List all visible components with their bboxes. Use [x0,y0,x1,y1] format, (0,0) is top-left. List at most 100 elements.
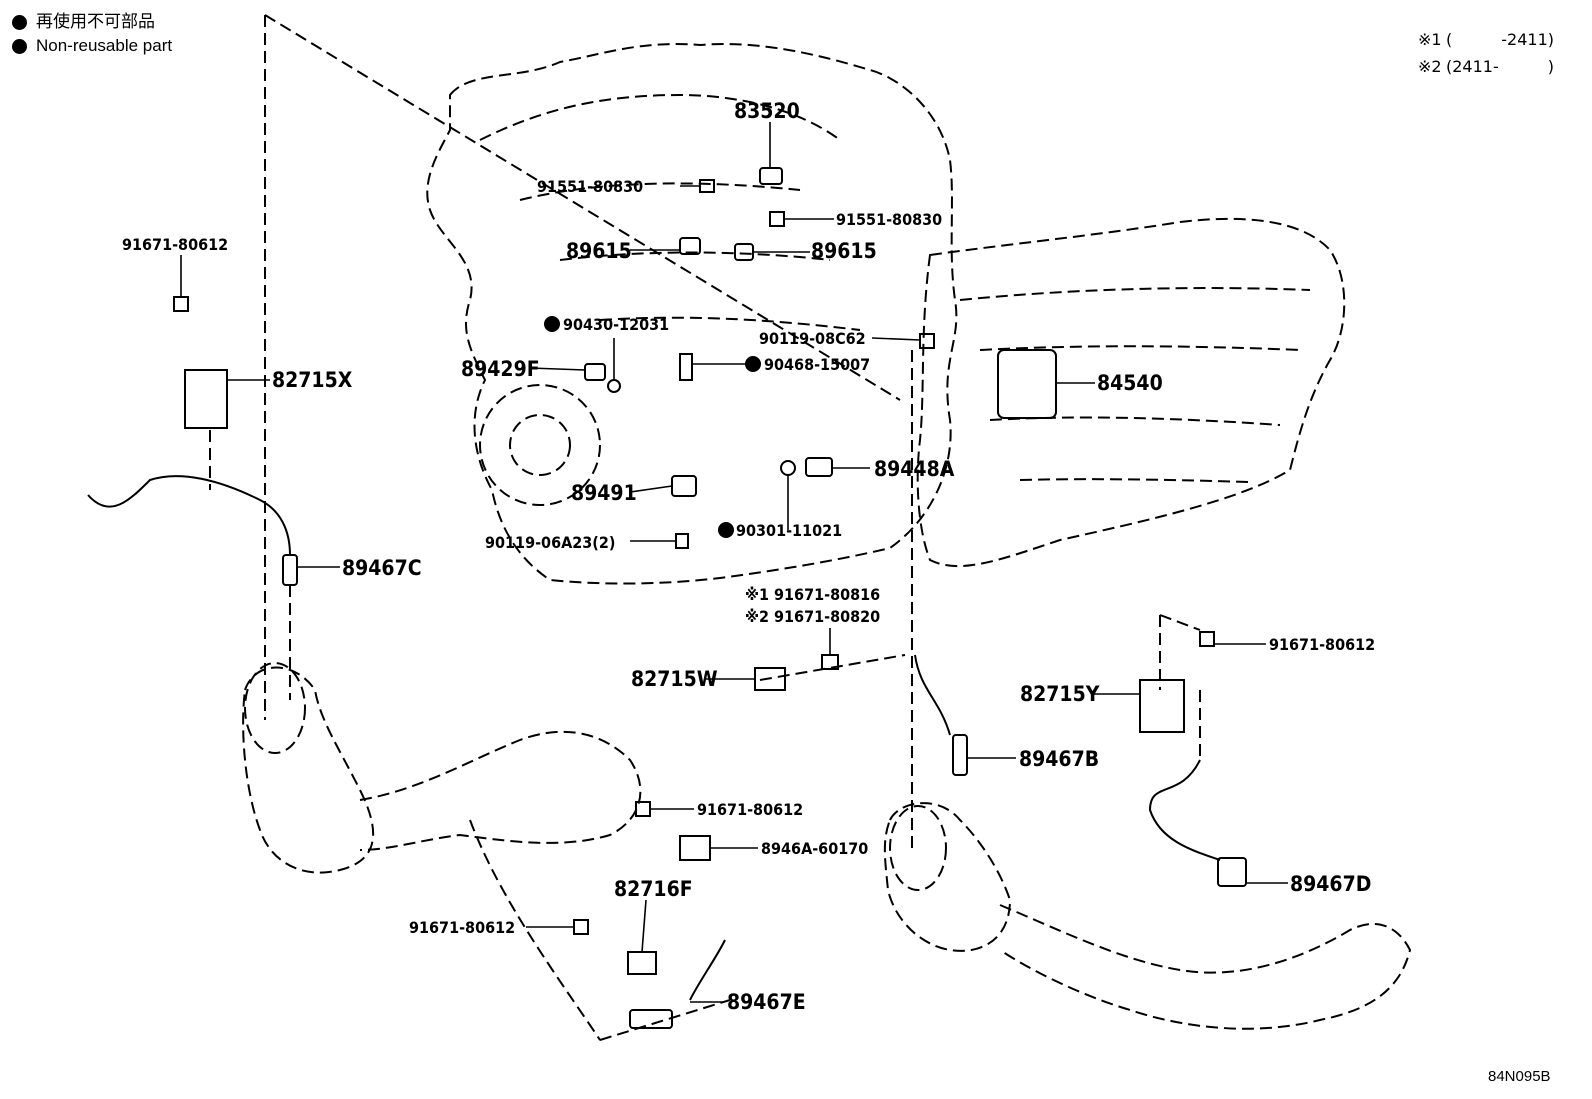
oxygen-sensor-b-icon [952,734,968,776]
callout-83520: 83520 [734,99,800,123]
gasket-90430-icon [607,379,621,393]
bolt-91551-a-icon [699,179,715,193]
oxygen-sensor-d-wire [1148,759,1221,861]
legend-en-text: Non-reusable part [36,36,173,55]
callout-91671-80612-r: 91671-80612 [1269,635,1375,654]
sensor-89491-icon [671,475,697,497]
right-converter-flange [889,805,947,891]
left-converter-flange [244,662,306,754]
sensor-89615-b-icon [734,243,754,261]
callout-84540: 84540 [1097,371,1163,395]
solenoid-84540-icon [997,349,1057,419]
bolt-91671-m-icon [635,801,651,817]
note-2-mark: ※2 [1418,57,1442,76]
bolt-83520-icon [759,167,783,185]
leader-90119-08c62 [871,337,921,341]
clamp-82716f-icon [627,951,657,975]
callout-89467b: 89467B [1019,747,1099,771]
callout-89448a: 89448A [874,457,955,481]
callout-91551-80830-a: 91551-80830 [537,177,643,196]
transmission-ribs [959,287,1311,483]
callout-82716f: 82716F [614,877,693,901]
right-exhaust-pipe [999,904,1412,1030]
guide-line-sensor-e [469,819,731,1041]
callout-89467d: 89467D [1290,872,1371,896]
callout-90468-15007: 90468-15007 [764,355,870,374]
callout-89615-a: 89615 [566,239,632,263]
callout-91671-80612-m: 91671-80612 [697,800,803,819]
callout-90119-08c62: 90119-08C62 [759,329,866,348]
callout-91551-80830-b: 91551-80830 [836,210,942,229]
oxygen-sensor-c-wire [87,475,291,556]
bolt-90119-08c62-icon [919,333,935,349]
sensor-89429f-icon [584,363,606,381]
pulley-outline [479,384,601,506]
component-outlines [209,14,1412,1041]
engine-inner-outline [479,93,861,331]
callout-90119-06a23: 90119-06A23(2) [485,533,615,552]
note-1-open: ( [1446,30,1453,49]
callout-89615-b: 89615 [811,239,877,263]
callout-90430-12031: 90430-12031 [563,315,669,334]
right-catalytic-converter [883,802,1012,952]
legend-jp-text: 再使用不可部品 [36,12,155,31]
callout-89429f: 89429F [461,357,540,381]
note-1-mark: ※1 [1418,30,1442,49]
callout-82715w: 82715W [631,667,718,691]
note-1-value: -2411) [1501,30,1554,49]
bracket-82715x-icon [184,369,228,429]
sensor-89615-a-icon [679,237,701,255]
callout-8946a-60170: 8946A-60170 [761,839,868,858]
note-1: ※1 ( -2411) [1418,26,1554,53]
note-2-range: (2411- ) [1446,53,1554,80]
bolt-91671-bl-icon [573,919,589,935]
sensor-89448a-icon [805,457,833,477]
bracket-8946a-icon [679,835,711,861]
callout-82715y: 82715Y [1020,682,1100,706]
bolt-90468-icon [679,353,693,381]
guide-line-top-diagonal [264,14,901,401]
guide-line-82715y [1159,614,1201,760]
diagram-code: 84N095B [1488,1068,1551,1085]
oxygen-sensor-e-wire [689,939,726,1001]
non-reusable-90301-icon [718,522,734,538]
part-callouts: 83520 91551-80830 91551-80830 89615 8961… [122,99,1375,1014]
callout-90301-11021: 90301-11021 [736,521,842,540]
bolt-91671-tl-icon [173,296,189,312]
engine-outline [426,43,958,585]
leader-89429f [529,367,586,371]
note-1-range: ( -2411) [1446,26,1554,53]
leader-lines [180,122,1288,1003]
oxygen-sensor-b-wire [914,654,951,736]
non-reusable-dot-icon [12,38,27,54]
legend: 再使用不可部品 Non-reusable part [12,10,172,58]
non-reusable-90430-icon [544,316,560,332]
note-2-open: (2411- [1446,57,1499,76]
bolt-91551-b-icon [769,211,785,227]
leader-82716f [641,899,647,953]
legend-row-en: Non-reusable part [12,34,172,58]
callout-91671-80612-tl: 91671-80612 [122,235,228,254]
note-2: ※2 (2411- ) [1418,53,1554,80]
pulley-inner [509,414,571,476]
oxygen-sensor-e-icon [629,1009,673,1029]
gasket-90301-icon [780,460,796,476]
callout-91671-80816: ※1 91671-80816 [745,585,880,604]
bolt-91671-r-icon [1199,631,1215,647]
transmission-outline [916,217,1346,568]
callout-89491: 89491 [571,481,637,505]
bracket-82715y-icon [1139,679,1185,733]
bolt-90119-06a23-icon [675,533,689,549]
left-exhaust-pipe [359,730,642,851]
non-reusable-markers [544,316,761,538]
leader-89491 [629,485,673,493]
callout-91671-80612-bl: 91671-80612 [409,918,515,937]
applicability-notes: ※1 ( -2411) ※2 (2411- ) [1418,26,1554,80]
left-catalytic-converter [242,666,374,874]
non-reusable-90468-icon [745,356,761,372]
callout-89467c: 89467C [342,556,422,580]
non-reusable-dot-icon [12,14,27,30]
callout-91671-80820: ※2 91671-80820 [745,607,880,626]
legend-row-jp: 再使用不可部品 [12,10,172,34]
